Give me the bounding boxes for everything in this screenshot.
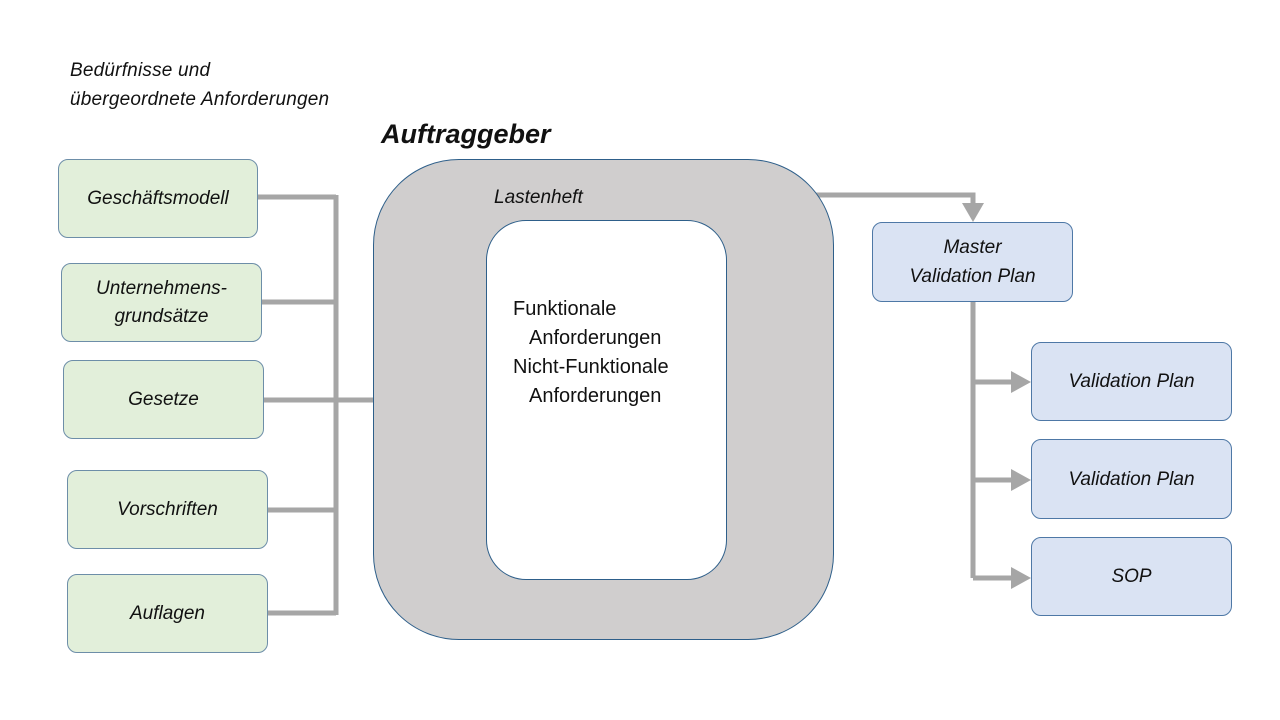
input-label: Vorschriften bbox=[117, 498, 218, 520]
validation-plan-box-1: Validation Plan bbox=[1031, 342, 1232, 421]
functional-requirements-label: Anforderungen bbox=[529, 327, 662, 349]
input-box-gesetze: Gesetze bbox=[63, 360, 264, 439]
input-box-unternehmensgrundsaetze: Unternehmens- grundsätze bbox=[61, 263, 262, 342]
arrowhead-master bbox=[962, 203, 984, 222]
sop-box: SOP bbox=[1031, 537, 1232, 616]
input-box-vorschriften: Vorschriften bbox=[67, 470, 268, 549]
input-label: Geschäftsmodell bbox=[87, 187, 229, 209]
master-validation-plan-box: Master Validation Plan bbox=[872, 222, 1073, 302]
nonfunctional-label: Nicht-Funktionale bbox=[513, 356, 669, 378]
master-label-line-1: Master bbox=[943, 237, 1002, 258]
arrowhead-validation-plan-1 bbox=[1011, 371, 1031, 393]
input-label: Gesetze bbox=[128, 388, 199, 410]
needs-caption-line-1: Bedürfnisse und bbox=[70, 60, 211, 81]
output-label: Validation Plan bbox=[1068, 371, 1195, 392]
input-label: Auflagen bbox=[129, 602, 205, 624]
requirements-spec-label: Lastenheft bbox=[494, 187, 583, 208]
input-label-line-2: grundsätze bbox=[114, 305, 209, 327]
arrowhead-sop bbox=[1011, 567, 1031, 589]
input-box-geschaeftsmodell: Geschäftsmodell bbox=[58, 159, 258, 238]
client-title: Auftraggeber bbox=[381, 119, 551, 149]
requirements-box bbox=[486, 220, 727, 580]
arrowhead-validation-plan-2 bbox=[1011, 469, 1031, 491]
functional-label: Funktionale bbox=[513, 298, 617, 320]
needs-caption: Bedürfnisse und übergeordnete Anforderun… bbox=[70, 56, 329, 114]
nonfunctional-requirements-label: Anforderungen bbox=[529, 385, 662, 407]
input-label-line-1: Unternehmens- bbox=[96, 277, 227, 299]
needs-caption-line-2: übergeordnete Anforderungen bbox=[70, 89, 330, 110]
validation-plan-box-2: Validation Plan bbox=[1031, 439, 1232, 519]
output-label: SOP bbox=[1111, 566, 1152, 587]
output-label: Validation Plan bbox=[1068, 468, 1195, 490]
input-box-auflagen: Auflagen bbox=[67, 574, 268, 653]
master-label-line-2: Validation Plan bbox=[909, 266, 1036, 287]
